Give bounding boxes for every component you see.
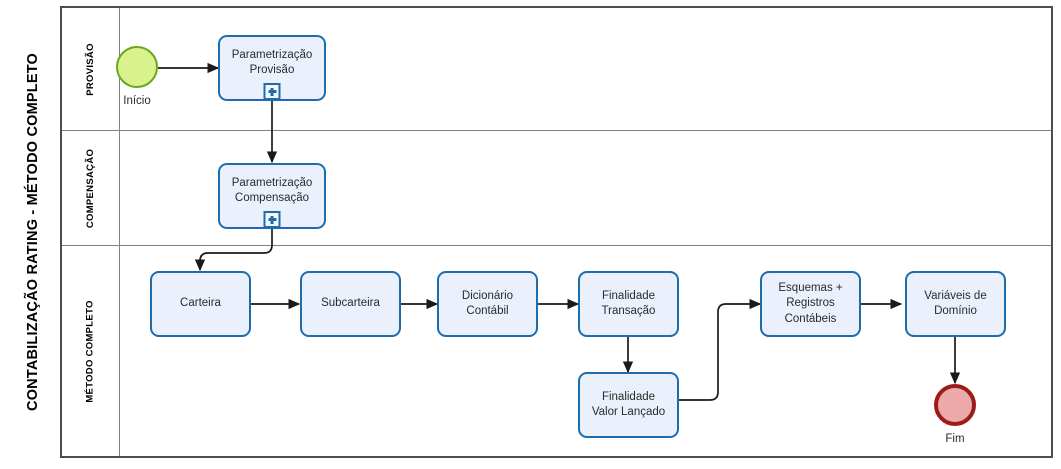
task-label-line-2: Transação — [601, 305, 656, 317]
pool-title-label: CONTABILIZAÇÃO RATING - MÉTODO COMPLETO — [25, 53, 41, 411]
task-label-line-1: Parametrização — [231, 176, 313, 189]
lane-label-metodo-completo: MÉTODO COMPLETO — [62, 246, 120, 456]
task-label-line-2: Compensação — [234, 192, 310, 204]
lane-provisao: PROVISÃO — [62, 8, 1051, 131]
task-parametrizacao-provisao-label: Parametrização Provisão — [232, 48, 313, 88]
task-label-line-2: Contábil — [466, 305, 509, 317]
end-event-fim[interactable] — [934, 384, 976, 426]
task-variaveis-de-dominio[interactable]: Variáveis de Domínio — [905, 271, 1006, 337]
task-dicionario-contabil-label: Dicionário Contábil — [462, 289, 513, 319]
lane-label-provisao: PROVISÃO — [62, 8, 120, 130]
task-carteira-label: Carteira — [180, 296, 221, 311]
task-variaveis-de-dominio-label: Variáveis de Domínio — [924, 289, 986, 319]
task-label-line-2: Provisão — [249, 64, 295, 76]
task-label-line-1: Finalidade — [601, 289, 656, 302]
task-label-line-1: Carteira — [180, 297, 221, 310]
task-parametrizacao-compensacao-label: Parametrização Compensação — [232, 176, 313, 216]
task-label-line-3: Contábeis — [784, 312, 837, 325]
task-label-line-2: Valor Lançado — [591, 406, 666, 418]
task-finalidade-valor-lancado-label: Finalidade Valor Lançado — [592, 390, 665, 420]
task-subcarteira-label: Subcarteira — [321, 296, 380, 311]
task-parametrizacao-compensacao[interactable]: Parametrização Compensação — [218, 163, 326, 229]
task-label-line-1: Parametrização — [231, 48, 313, 61]
lane-compensacao: COMPENSAÇÃO — [62, 131, 1051, 246]
task-finalidade-transacao-label: Finalidade Transação — [602, 289, 656, 319]
task-esquemas-registros-contabeis-label: Esquemas + Registros Contábeis — [778, 281, 842, 327]
task-finalidade-transacao[interactable]: Finalidade Transação — [578, 271, 679, 337]
task-carteira[interactable]: Carteira — [150, 271, 251, 337]
lane-label-provisao-text: PROVISÃO — [85, 42, 96, 96]
task-label-line-1: Variáveis de — [924, 289, 987, 302]
task-label-line-1: Subcarteira — [321, 297, 380, 310]
task-parametrizacao-provisao[interactable]: Parametrização Provisão — [218, 35, 326, 101]
lane-label-compensacao: COMPENSAÇÃO — [62, 131, 120, 245]
end-event-fim-label: Fim — [945, 433, 965, 445]
task-label-line-1: Dicionário — [461, 289, 514, 302]
task-label-line-1: Finalidade — [601, 390, 656, 403]
sub-process-plus-icon[interactable] — [263, 211, 281, 228]
task-dicionario-contabil[interactable]: Dicionário Contábil — [437, 271, 538, 337]
start-event-inicio-label: Início — [123, 95, 151, 107]
task-label-line-2: Domínio — [934, 305, 977, 317]
task-esquemas-registros-contabeis[interactable]: Esquemas + Registros Contábeis — [760, 271, 861, 337]
lane-label-metodo-completo-text: MÉTODO COMPLETO — [85, 299, 97, 403]
task-label-line-1: Esquemas + — [778, 282, 843, 295]
task-label-line-2: Registros — [786, 297, 835, 310]
task-subcarteira[interactable]: Subcarteira — [300, 271, 401, 337]
task-finalidade-valor-lancado[interactable]: Finalidade Valor Lançado — [578, 372, 679, 438]
pool-title: CONTABILIZAÇÃO RATING - MÉTODO COMPLETO — [6, 6, 62, 458]
start-event-inicio[interactable] — [116, 46, 158, 88]
lane-label-compensacao-text: COMPENSAÇÃO — [85, 148, 96, 228]
sub-process-plus-icon[interactable] — [263, 83, 281, 100]
